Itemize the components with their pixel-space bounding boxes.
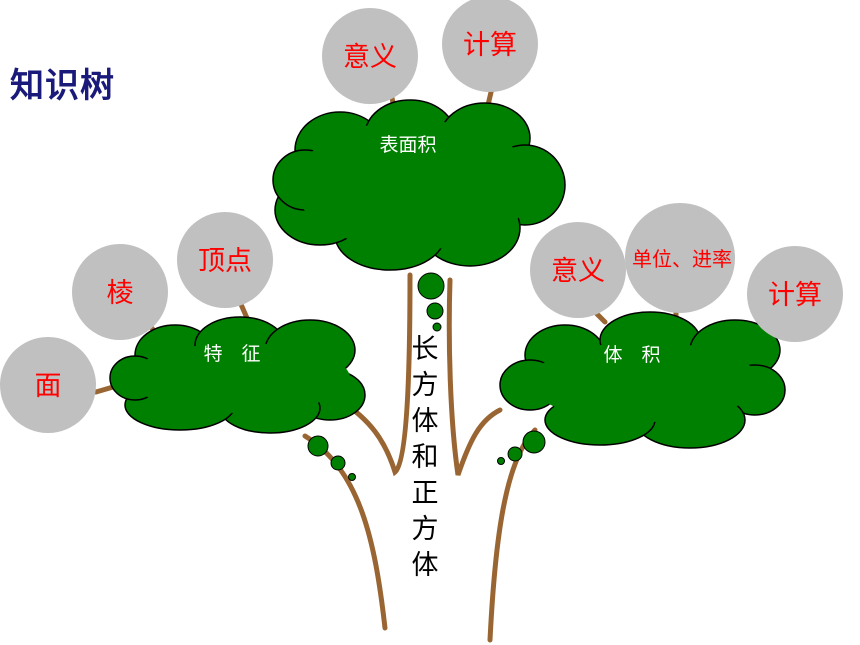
- trunk-char: 体: [411, 406, 439, 437]
- leaf-label-right-jisuan: 计算: [768, 280, 822, 311]
- trunk-char: 正: [411, 478, 439, 509]
- leaf-label-right-yiyi: 意义: [551, 256, 605, 287]
- fruit-dots: [307, 272, 546, 481]
- trunk-char: 长: [411, 334, 439, 365]
- bubble-right-danwei: [625, 203, 735, 313]
- trunk-char: 方: [411, 514, 439, 545]
- branch-label-left: 特 征: [203, 343, 260, 365]
- bubble-top-yiyi: [322, 8, 418, 104]
- foliage-top: [272, 99, 566, 271]
- bubble-left-mian: [0, 337, 96, 433]
- branch-label-right: 体 积: [603, 344, 660, 366]
- foliage-right: [499, 311, 786, 449]
- trunk-char: 体: [411, 550, 439, 581]
- trunk-char: 和: [411, 442, 439, 473]
- leaf-label-top-jisuan: 计算: [463, 30, 517, 61]
- leaf-label-left-leng: 棱: [107, 278, 134, 309]
- branch-left-upper: [337, 272, 413, 477]
- leaf-label-left-dingdian: 顶点: [198, 246, 252, 277]
- bubble-right-jisuan: [747, 246, 843, 342]
- branch-right-lower: [487, 427, 538, 643]
- leaf-bubbles: [0, 0, 843, 433]
- foliage-left: [109, 316, 366, 434]
- trunk-char: 方: [411, 370, 439, 401]
- page-title: 知识树: [10, 66, 115, 106]
- bubble-left-dingdian: [177, 212, 273, 308]
- bubble-top-jisuan: [442, 0, 538, 92]
- leaf-label-top-yiyi: 意义: [343, 42, 397, 73]
- trunk-label: 长 方 体 和 正 方 体: [408, 332, 442, 584]
- bubble-left-leng: [72, 244, 168, 340]
- leaf-label-right-danwei: 单位、进率: [632, 247, 732, 271]
- leaf-label-left-mian: 面: [35, 371, 62, 402]
- bubble-right-yiyi: [530, 222, 626, 318]
- branch-center: [446, 277, 503, 476]
- branch-label-top: 表面积: [379, 134, 436, 156]
